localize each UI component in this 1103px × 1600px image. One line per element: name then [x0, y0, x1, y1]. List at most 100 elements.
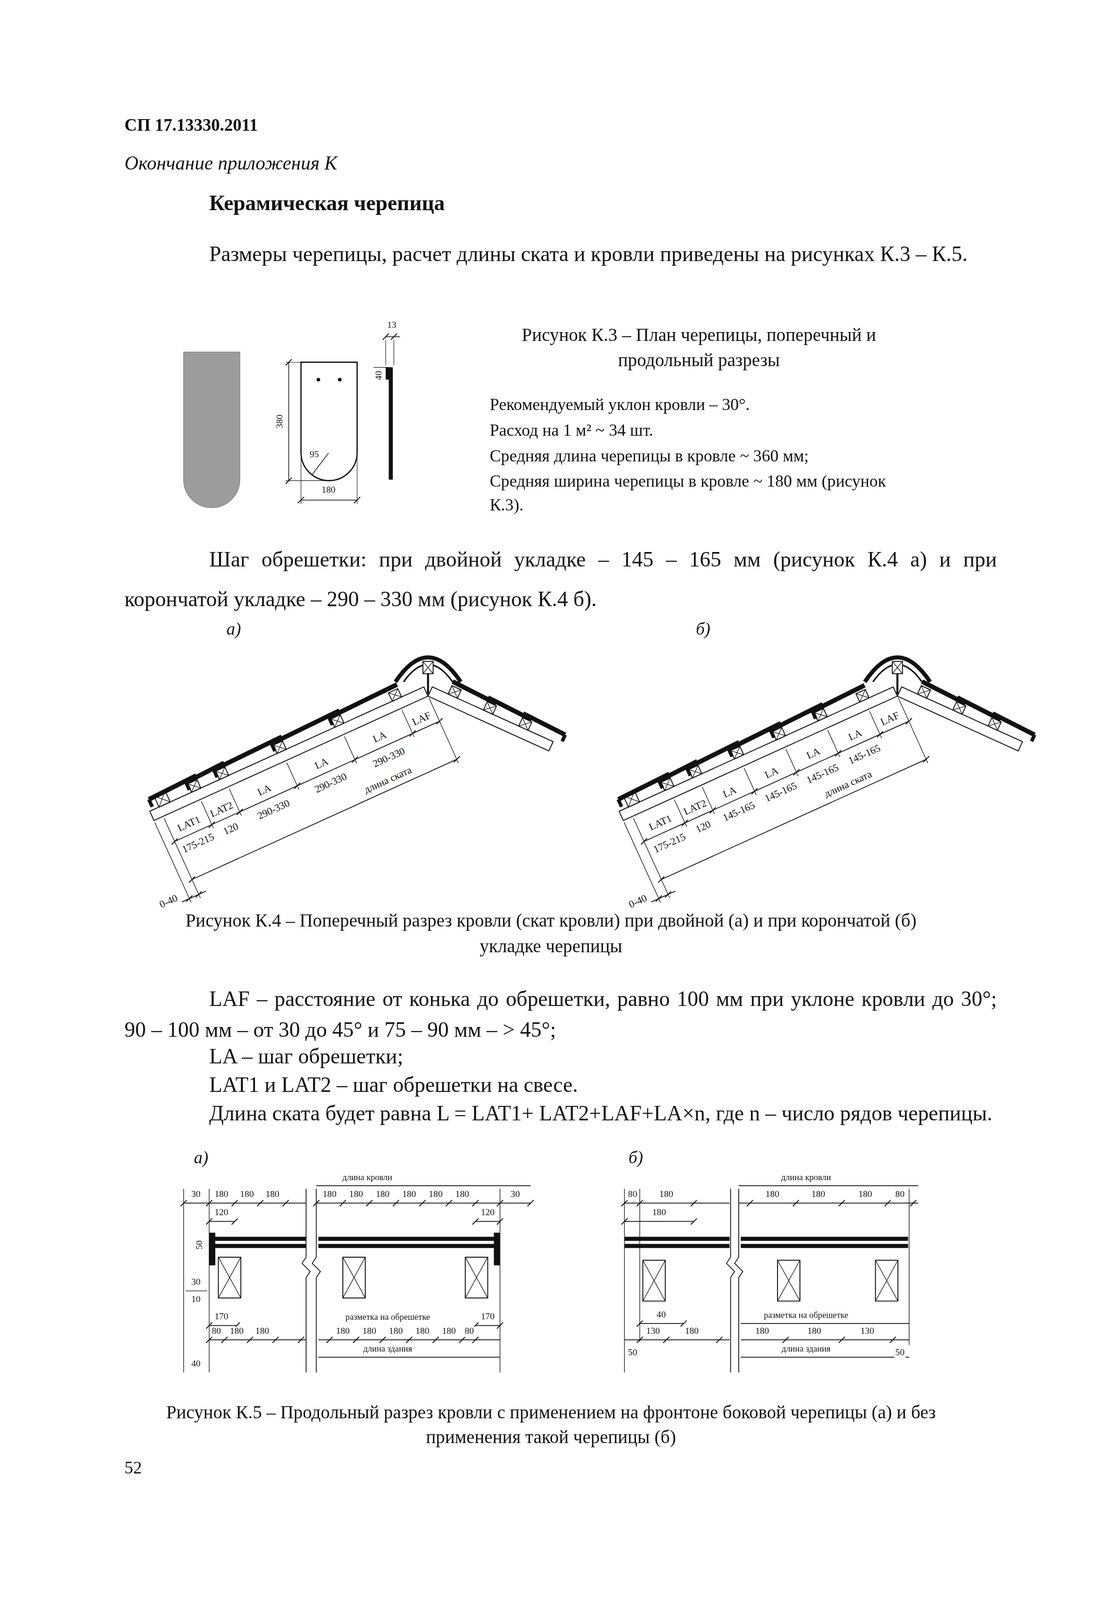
dimension-label: 145-165 [803, 760, 841, 786]
dimension-line [651, 890, 676, 902]
roof-tile [812, 685, 865, 711]
text-line-holder: б) [695, 618, 711, 641]
dimension-label: 95 [308, 450, 320, 461]
dimension-tick [392, 1200, 399, 1207]
dimension-label-holder: 80 [627, 1189, 639, 1201]
batten-section [643, 1259, 666, 1301]
dimension-label: 180 [454, 1189, 471, 1201]
roof-tile [686, 768, 691, 776]
dimension-label: LA [312, 755, 332, 772]
dimension-label: LAF [409, 708, 434, 728]
dimension-line [318, 1356, 501, 1358]
dimension-tick [353, 1336, 360, 1343]
hatch-line [487, 701, 493, 715]
text-paragraph-holder: Рисунок К.4 – Поперечный разрез кровли (… [173, 908, 929, 960]
dimension-line [182, 890, 207, 902]
hatch-line [388, 692, 402, 698]
dimension-line [475, 1324, 500, 1326]
extension-line [385, 339, 386, 366]
dimension-label: 180 [651, 1208, 668, 1219]
dimension-tick [351, 756, 358, 763]
dimension-line [185, 1290, 208, 1291]
hatch-line [423, 661, 434, 674]
roof-tile [728, 749, 733, 757]
dimension-label-holder: длина здания [780, 1343, 832, 1354]
dimension-tick [910, 1200, 917, 1207]
dimension-label-holder: 50 [194, 1239, 206, 1251]
dimension-label-holder: LA [720, 783, 739, 800]
dimension-label: 180 [806, 1326, 823, 1337]
section-heading: Керамическая черепица [209, 189, 446, 218]
dimension-label: 0-40 [155, 890, 180, 910]
dimension-label: LA [369, 728, 389, 746]
dimension-label: длина кровли [780, 1172, 833, 1182]
dimension-line [385, 336, 401, 338]
dimension-line [209, 1324, 237, 1326]
text-paragraph: Размеры черепицы, расчет длины ската и к… [124, 234, 997, 275]
dimension-label: LA [845, 726, 864, 743]
dimension-label-holder: 180 [440, 1326, 457, 1337]
section-heading-holder: Керамическая черепица [209, 189, 446, 218]
dimension-label-holder: 380 [275, 413, 286, 430]
dimension-label-holder: LAT1 [646, 812, 675, 834]
dimension-tick [195, 891, 202, 898]
dimension-tick [690, 1218, 697, 1225]
dimension-label: 10 [190, 1294, 202, 1306]
extension-line [208, 1188, 210, 1373]
dimension-label: 80 [627, 1189, 639, 1201]
dimension-label-holder: 175-215 [650, 829, 688, 856]
dimension-label-holder: 120 [480, 1208, 496, 1219]
dimension-tick [636, 1336, 643, 1343]
dimension-label-holder: 40 [655, 1310, 667, 1321]
dimension-label: LAT2 [207, 798, 236, 820]
dimension-label-holder: 30 [190, 1277, 202, 1288]
dimension-tick [680, 1320, 687, 1327]
dimension-label-holder: 180 [320, 485, 337, 496]
dimension-label: LA [803, 745, 823, 763]
dimension-label: 180 [239, 1189, 255, 1201]
dimension-label: разметка на обрешетке [763, 1310, 850, 1320]
batten-section [218, 1257, 241, 1298]
dimension-label-holder: 180 [213, 1189, 230, 1201]
dimension-label-holder: 290-330 [369, 744, 408, 770]
dimension-tick [366, 1200, 373, 1207]
dimension-label-holder: LA [312, 755, 332, 772]
dimension-label-holder: 30 [190, 1189, 202, 1201]
dimension-label: разметка на обрешетке [344, 1312, 432, 1323]
dimension-label-holder: разметка на обрешетке [763, 1310, 850, 1320]
batten-section [875, 1259, 898, 1301]
dimension-label: 145-165 [719, 798, 757, 824]
dimension-label: 180 [348, 1189, 365, 1201]
hatch-line [892, 661, 903, 674]
dimension-label: 180 [440, 1326, 457, 1337]
dimension-label-holder: 180 [401, 1189, 418, 1201]
batten-section [342, 1257, 366, 1298]
dimension-label: 40 [190, 1359, 202, 1370]
break-line [726, 1188, 735, 1373]
dimension-label-holder: 180 [684, 1326, 700, 1337]
dimension-line [738, 1202, 919, 1204]
dimension-tick [205, 1218, 213, 1225]
dimension-tick [838, 1336, 845, 1343]
text-line: LAT1 и LAT2 – шаг обрешетки на свесе. [209, 1071, 579, 1100]
dimension-tick [746, 1200, 753, 1207]
dimension-tick [472, 1336, 479, 1343]
dimension-line [183, 1202, 306, 1204]
dimension-tick [884, 1200, 891, 1207]
hatch-line [643, 1259, 666, 1301]
dimension-tick [636, 1200, 643, 1207]
dimension-tick [231, 1218, 238, 1225]
dimension-line [191, 759, 457, 880]
dimension-label-holder: 13 [386, 320, 398, 331]
text-line: Рекомендуемый уклон кровли – 30°. [489, 393, 750, 416]
text-paragraph: Рисунок К.3 – План черепицы, поперечный … [479, 322, 919, 374]
gable-tile [209, 1232, 216, 1266]
dimension-line [301, 499, 358, 501]
dimension-label: 13 [386, 320, 398, 331]
batten-section [388, 688, 402, 701]
dimension-tick [641, 838, 648, 845]
dimension-label: LAT2 [680, 796, 709, 818]
dimension-label-holder: LAF [878, 708, 903, 729]
dimension-label-holder: LAT2 [680, 796, 709, 818]
text-paragraph-holder: Рисунок К.5 – Продольный разрез кровли с… [132, 1399, 970, 1450]
